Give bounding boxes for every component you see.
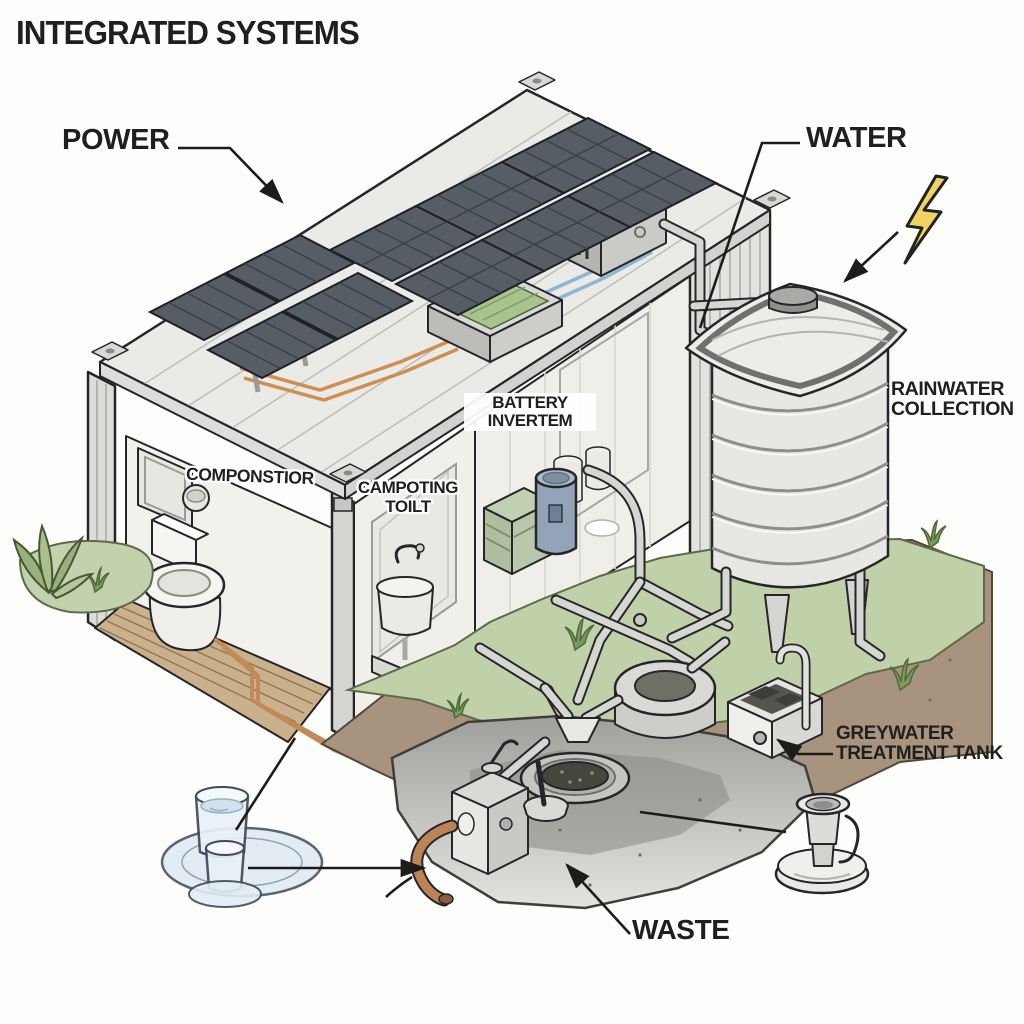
underground-waste [410,682,631,907]
hose-leader-line [385,875,413,898]
lightning-arrow [843,231,899,283]
greywater-line1: GREYWATER [836,723,954,744]
glasses-leader-line [234,737,297,831]
waste-pump-unit [451,736,551,875]
water-label: WATER [806,122,907,154]
container-home [86,71,791,780]
grass-tufts [86,519,947,720]
inverter-tank [534,446,620,556]
rainwater-line2: COLLECTION [891,398,1014,420]
greywater-basin [613,636,731,739]
power-leader-line [178,146,284,204]
rainwater-collection-label: RAINWATER COLLECTION [891,379,1014,419]
plant [12,522,95,600]
waste-label: WASTE [632,914,730,945]
lightning-bolt-icon [903,174,949,265]
greywater-treatment-label: GREYWATER TREATMENT TANK [836,724,1003,764]
toilet-line1: CAMPOTING [357,478,459,497]
composting-toilet-label: CAMPOTING TOILT [356,478,460,516]
waste-plunger [523,759,569,822]
corner-castings [91,71,791,483]
greywater-system [613,636,823,759]
tank-ribs [711,381,889,566]
pipe-valve [633,613,647,627]
water-leader-line [698,141,800,329]
waste-arrow [565,863,631,935]
rainwater-line1: RAINWATER [891,378,1005,400]
greywater-line2: TREATMENT TANK [836,743,1003,764]
rainwater-tank [666,282,908,662]
drain-hose [410,819,459,907]
toilet-line2: TOILT [385,497,431,516]
power-label: POWER [62,124,170,156]
solar-panel-array-main [327,116,719,317]
waste-funnel [555,717,601,743]
equipment-bay [474,275,691,659]
battery-line2: INVERTEM [487,411,573,430]
sprinkler-leader-line [639,810,787,834]
greywater-treatment-tank [727,643,823,759]
skylight-panel [427,269,563,363]
solar-panel-array-left [147,233,415,393]
page-title: INTEGRATED SYSTEMS [16,14,360,51]
callout-lines [178,141,899,935]
waste-pit-manhole [519,751,631,805]
battery-inverter-label: BATTERY INVERTEM [464,393,596,431]
drinking-glasses [160,786,324,908]
wood-floor [94,599,331,743]
rain-collection-lid [684,282,908,398]
greywater-leader-line [775,738,833,761]
toilet-room [94,435,404,780]
sprinkler-handle [838,814,860,864]
composting-wall-label: COMPONSTIOR [185,463,315,489]
sprinkler-pedestal [774,792,870,895]
composting-toilet [142,484,226,652]
battery-line1: BATTERY [492,393,568,412]
pipe-network [474,218,774,718]
